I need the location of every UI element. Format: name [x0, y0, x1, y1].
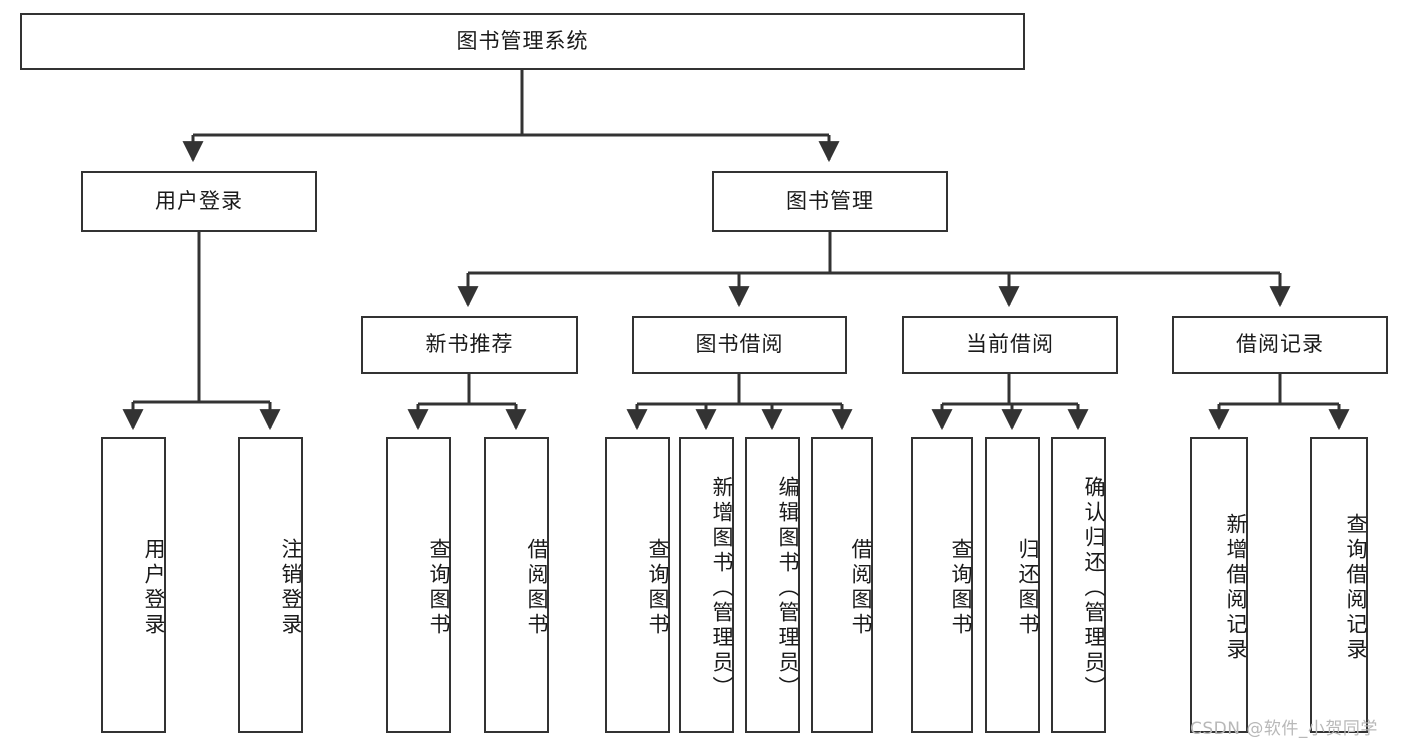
node-label: 查询图书 — [427, 538, 451, 638]
node-label: 用户登录 — [142, 538, 166, 638]
leaf-node[interactable]: 借阅图书 — [811, 437, 873, 733]
node-label: 新书推荐 — [425, 332, 514, 357]
leaf-node[interactable]: 查询图书 — [386, 437, 451, 733]
leaf-node[interactable]: 注销登录 — [238, 437, 303, 733]
leaf-node[interactable]: 归还图书 — [985, 437, 1040, 733]
leaf-node[interactable]: 新增借阅记录 — [1190, 437, 1248, 733]
node-book-borrow[interactable]: 图书借阅 — [632, 316, 847, 374]
node-root-system[interactable]: 图书管理系统 — [20, 13, 1025, 70]
node-label: 借阅图书 — [525, 538, 549, 638]
node-label: 新增图书（管理员） — [710, 475, 734, 701]
leaf-node[interactable]: 查询借阅记录 — [1310, 437, 1368, 733]
leaf-node[interactable]: 查询图书 — [911, 437, 973, 733]
leaf-node[interactable]: 查询图书 — [605, 437, 670, 733]
node-label: 图书管理系统 — [456, 28, 589, 53]
node-label: 借阅记录 — [1236, 332, 1324, 357]
node-new-book-recommend[interactable]: 新书推荐 — [361, 316, 578, 374]
node-book-management[interactable]: 图书管理 — [712, 171, 948, 232]
node-label: 借阅图书 — [849, 538, 873, 638]
node-label: 查询图书 — [646, 538, 670, 638]
node-label: 注销登录 — [279, 538, 303, 638]
leaf-node[interactable]: 新增图书（管理员） — [679, 437, 734, 733]
node-label: 查询图书 — [949, 538, 973, 638]
leaf-node[interactable]: 用户登录 — [101, 437, 166, 733]
leaf-node[interactable]: 编辑图书（管理员） — [745, 437, 800, 733]
leaf-node[interactable]: 借阅图书 — [484, 437, 549, 733]
node-borrow-record[interactable]: 借阅记录 — [1172, 316, 1388, 374]
csdn-watermark: CSDN @软件_小贺同学 — [1190, 719, 1378, 739]
node-label: 查询借阅记录 — [1344, 513, 1368, 663]
node-current-borrow[interactable]: 当前借阅 — [902, 316, 1118, 374]
node-label: 确认归还（管理员） — [1082, 475, 1106, 701]
node-user-login[interactable]: 用户登录 — [81, 171, 317, 232]
node-label: 新增借阅记录 — [1224, 513, 1248, 663]
node-label: 归还图书 — [1016, 538, 1040, 638]
node-label: 图书借阅 — [695, 332, 784, 357]
node-label: 当前借阅 — [966, 332, 1054, 357]
node-label: 用户登录 — [155, 188, 243, 213]
leaf-node[interactable]: 确认归还（管理员） — [1051, 437, 1106, 733]
node-label: 图书管理 — [786, 188, 874, 213]
node-label: 编辑图书（管理员） — [776, 475, 800, 701]
